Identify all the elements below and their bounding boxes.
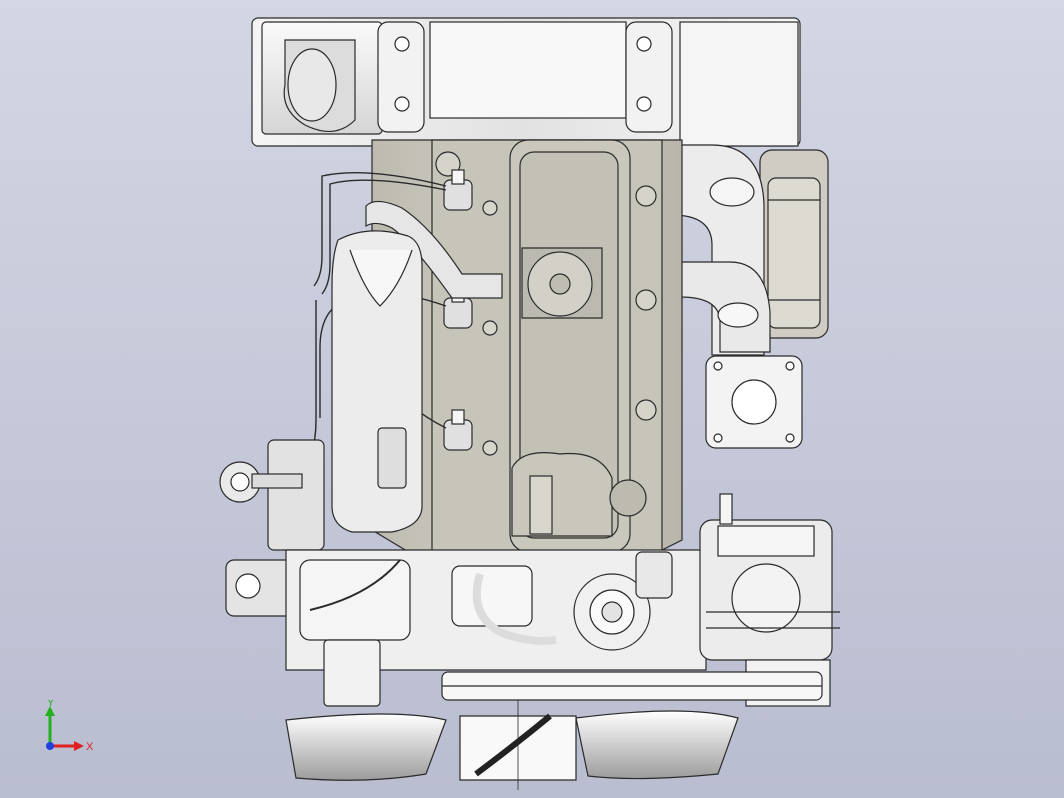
water-pump[interactable] xyxy=(573,551,673,651)
exhaust-flange[interactable] xyxy=(705,355,803,449)
exhaust-pipe[interactable] xyxy=(671,144,771,356)
air-intake-housing[interactable] xyxy=(251,17,801,147)
injector-3[interactable] xyxy=(443,409,473,451)
z-axis-point xyxy=(46,742,54,750)
triad-y-label: Y xyxy=(47,700,55,709)
injector-1[interactable] xyxy=(443,169,473,211)
crank-pulley[interactable] xyxy=(441,671,823,701)
cooling-fan[interactable] xyxy=(285,700,739,790)
triad-x-label: X xyxy=(86,741,94,753)
coordinate-triad: Y X xyxy=(45,700,94,753)
intake-runner[interactable] xyxy=(331,200,503,533)
cylinder-block[interactable] xyxy=(371,139,683,561)
